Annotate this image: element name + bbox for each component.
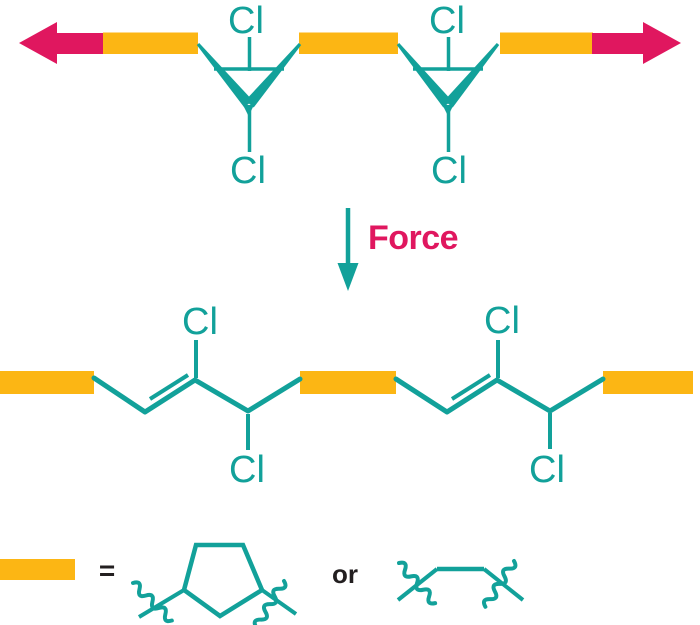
chlorine-label: Cl bbox=[529, 449, 565, 491]
cyclopentane-unit-key bbox=[128, 542, 298, 625]
chain-bond-right bbox=[260, 588, 298, 616]
chlorine-label: Cl bbox=[229, 449, 265, 491]
backbone-bonds bbox=[393, 376, 606, 415]
legend: = or bbox=[0, 542, 525, 625]
chlorine-label: Cl bbox=[228, 0, 264, 42]
double-bond-inner-line bbox=[148, 373, 190, 401]
polymer-block bbox=[299, 32, 398, 54]
wedge-bond-left bbox=[396, 43, 452, 108]
chain-bond-left bbox=[137, 588, 186, 619]
reactant-polymer-chain: Cl Cl Cl Cl bbox=[19, 0, 681, 192]
polymer-block bbox=[603, 371, 693, 394]
tension-arrow-right-shaft bbox=[592, 33, 644, 54]
tension-arrow-left-head bbox=[19, 22, 57, 64]
polymer-block bbox=[300, 371, 396, 394]
backbone-bonds bbox=[91, 375, 303, 415]
chlorine-label: Cl bbox=[429, 0, 465, 42]
dichlorocyclopropane-unit: Cl Cl bbox=[396, 0, 500, 192]
polymer-block bbox=[500, 32, 593, 54]
dichlorocyclopropane-unit: Cl Cl bbox=[196, 0, 302, 192]
chlorine-label: Cl bbox=[182, 301, 218, 343]
or-label: or bbox=[332, 559, 358, 589]
wedge-bond-right bbox=[444, 43, 500, 108]
polymer-block bbox=[103, 32, 198, 54]
polymer-continuation-squiggle bbox=[479, 556, 520, 611]
polymer-block bbox=[0, 371, 94, 394]
force-label: Force bbox=[368, 219, 458, 257]
tension-arrow-right-icon bbox=[592, 22, 681, 64]
wedge-bond-left bbox=[196, 43, 253, 108]
cyclopentane-ring bbox=[181, 542, 265, 619]
wedge-bond-right bbox=[245, 43, 302, 108]
tension-arrow-left-icon bbox=[19, 22, 103, 64]
polymer-block-key bbox=[0, 559, 75, 580]
force-arrow-head bbox=[337, 263, 359, 291]
equals-sign: = bbox=[99, 555, 115, 586]
force-arrow-down-icon bbox=[337, 208, 359, 291]
chlorine-label: Cl bbox=[230, 150, 266, 192]
linear-unit-key bbox=[394, 556, 525, 611]
chlorine-label: Cl bbox=[484, 300, 520, 342]
tension-arrow-left-shaft bbox=[55, 33, 103, 54]
chlorine-label: Cl bbox=[431, 150, 467, 192]
dichloroalkene-unit: Cl Cl bbox=[393, 300, 606, 491]
dichloroalkene-unit: Cl Cl bbox=[91, 301, 303, 491]
tension-arrow-right-head bbox=[643, 22, 681, 64]
force-step: Force bbox=[337, 208, 459, 291]
double-bond-inner-line bbox=[450, 373, 492, 401]
product-polymer-chain: Cl Cl Cl Cl bbox=[0, 300, 693, 491]
